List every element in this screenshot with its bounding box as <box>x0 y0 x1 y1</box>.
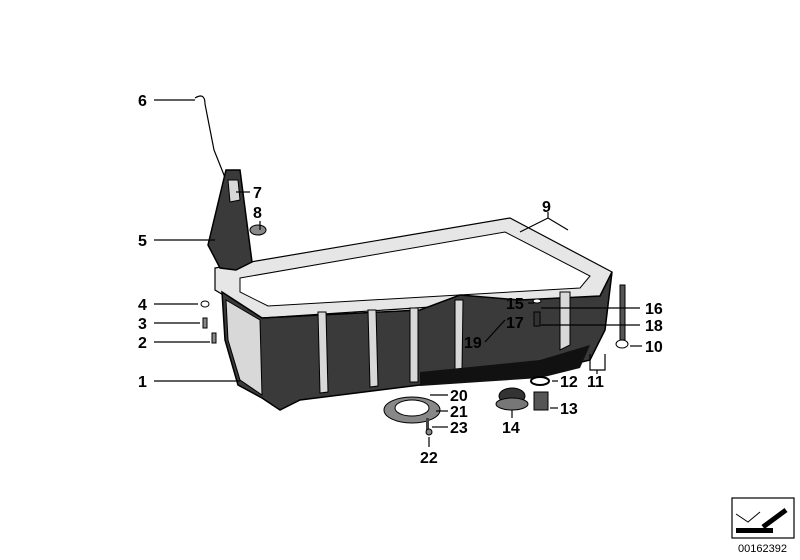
label-9: 9 <box>542 199 551 216</box>
label-10: 10 <box>645 339 663 356</box>
label-12: 12 <box>560 374 578 391</box>
leader-lines <box>154 99 642 447</box>
label-22: 22 <box>420 450 438 467</box>
label-17: 17 <box>506 315 524 332</box>
drawing-stamp-icon <box>731 497 795 539</box>
label-14: 14 <box>502 420 520 437</box>
label-13: 13 <box>560 401 578 418</box>
part-labels: 6 7 8 9 5 4 3 2 1 15 16 17 18 19 10 11 1… <box>138 93 663 467</box>
label-5: 5 <box>138 233 147 250</box>
label-18: 18 <box>645 318 663 335</box>
label-23: 23 <box>450 420 468 437</box>
label-15: 15 <box>506 296 524 313</box>
image-id: 00162392 <box>738 543 787 555</box>
label-20: 20 <box>450 388 468 405</box>
label-11: 11 <box>587 374 604 391</box>
label-1: 1 <box>138 374 147 391</box>
label-7: 7 <box>253 185 262 202</box>
label-8: 8 <box>253 205 262 222</box>
label-16: 16 <box>645 301 663 318</box>
label-4: 4 <box>138 297 147 314</box>
label-19: 19 <box>464 335 482 352</box>
label-2: 2 <box>138 335 147 352</box>
label-21: 21 <box>450 404 468 421</box>
oil-pan-drawing <box>194 95 629 436</box>
label-3: 3 <box>138 316 147 333</box>
label-6: 6 <box>138 93 147 110</box>
